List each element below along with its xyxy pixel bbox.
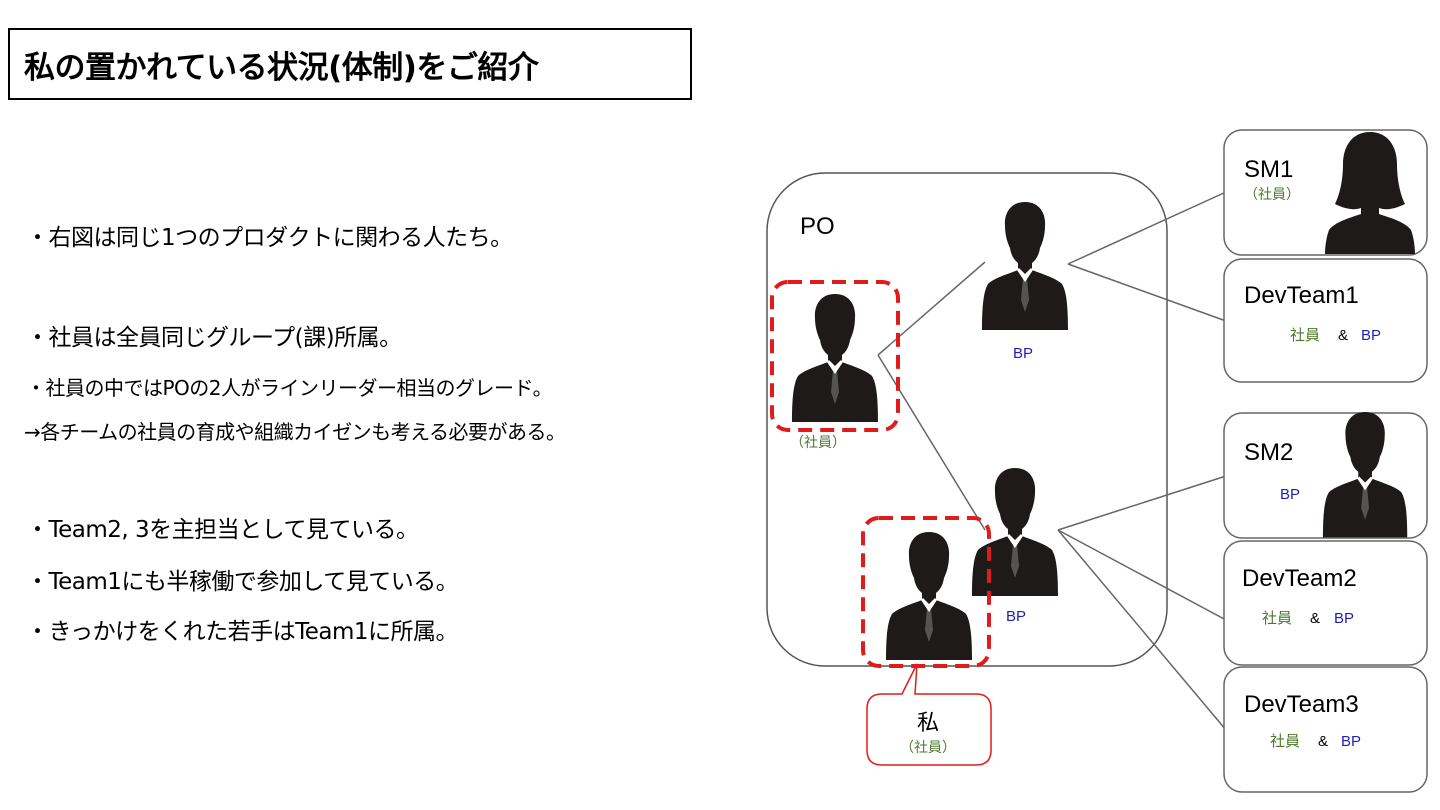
bullet-6: ・Team1にも半稼働で参加して見ている。 bbox=[26, 569, 459, 595]
bullet-4: →各チームの社員の育成や組織カイゼンも考える必要がある。 bbox=[24, 420, 566, 444]
devteam3-box bbox=[1223, 666, 1428, 793]
po-label: PO bbox=[800, 213, 835, 240]
devteam2-employee: 社員 bbox=[1262, 610, 1292, 627]
devteam1-and: & bbox=[1338, 327, 1348, 344]
devteam3-bp: BP bbox=[1341, 733, 1361, 750]
devteam2-and: & bbox=[1310, 610, 1320, 627]
po-bp-top-tag: BP bbox=[1013, 345, 1033, 362]
devteam1-label: DevTeam1 bbox=[1244, 282, 1359, 309]
po-employee-avatar bbox=[792, 294, 878, 422]
bullet-7: ・きっかけをくれた若手はTeam1に所属。 bbox=[26, 619, 459, 645]
po-bp-bottom-tag: BP bbox=[1006, 608, 1026, 625]
devteam2-box bbox=[1223, 540, 1428, 666]
connector-lines bbox=[877, 191, 1227, 731]
me-highlight bbox=[861, 516, 991, 668]
devteam3-employee: 社員 bbox=[1270, 733, 1300, 750]
po-employee-highlight bbox=[770, 280, 900, 432]
po-bp-top-avatar bbox=[982, 202, 1068, 330]
sm1-employee-tag: （社員） bbox=[1244, 186, 1300, 202]
devteam1-bp: BP bbox=[1361, 327, 1381, 344]
me-callout bbox=[866, 663, 992, 766]
me-employee-tag: （社員） bbox=[900, 739, 956, 755]
devteam2-bp: BP bbox=[1334, 610, 1354, 627]
devteam3-and: & bbox=[1318, 733, 1328, 750]
me-label: 私 bbox=[917, 710, 939, 735]
sm2-label: SM2 bbox=[1244, 439, 1293, 466]
me-avatar bbox=[886, 532, 972, 660]
devteam1-box bbox=[1223, 258, 1428, 383]
po-employee-tag: （社員） bbox=[790, 434, 846, 450]
sm1-label: SM1 bbox=[1244, 156, 1293, 183]
bullet-1: ・右図は同じ1つのプロダクトに関わる人たち。 bbox=[26, 225, 513, 251]
devteam3-label: DevTeam3 bbox=[1244, 691, 1359, 718]
devteam1-employee: 社員 bbox=[1290, 327, 1320, 344]
bullet-5: ・Team2, 3を主担当として見ている。 bbox=[26, 517, 419, 543]
po-bp-bottom-avatar bbox=[972, 468, 1058, 596]
title-box: 私の置かれている状況(体制)をご紹介 bbox=[8, 28, 692, 100]
bullet-2: ・社員は全員同じグループ(課)所属。 bbox=[26, 325, 402, 351]
sm2-bp-tag: BP bbox=[1280, 486, 1300, 503]
bullet-3: ・社員の中ではPOの2人がラインリーダー相当のグレード。 bbox=[26, 376, 553, 400]
devteam2-label: DevTeam2 bbox=[1242, 565, 1357, 592]
page-title: 私の置かれている状況(体制)をご紹介 bbox=[24, 49, 539, 86]
